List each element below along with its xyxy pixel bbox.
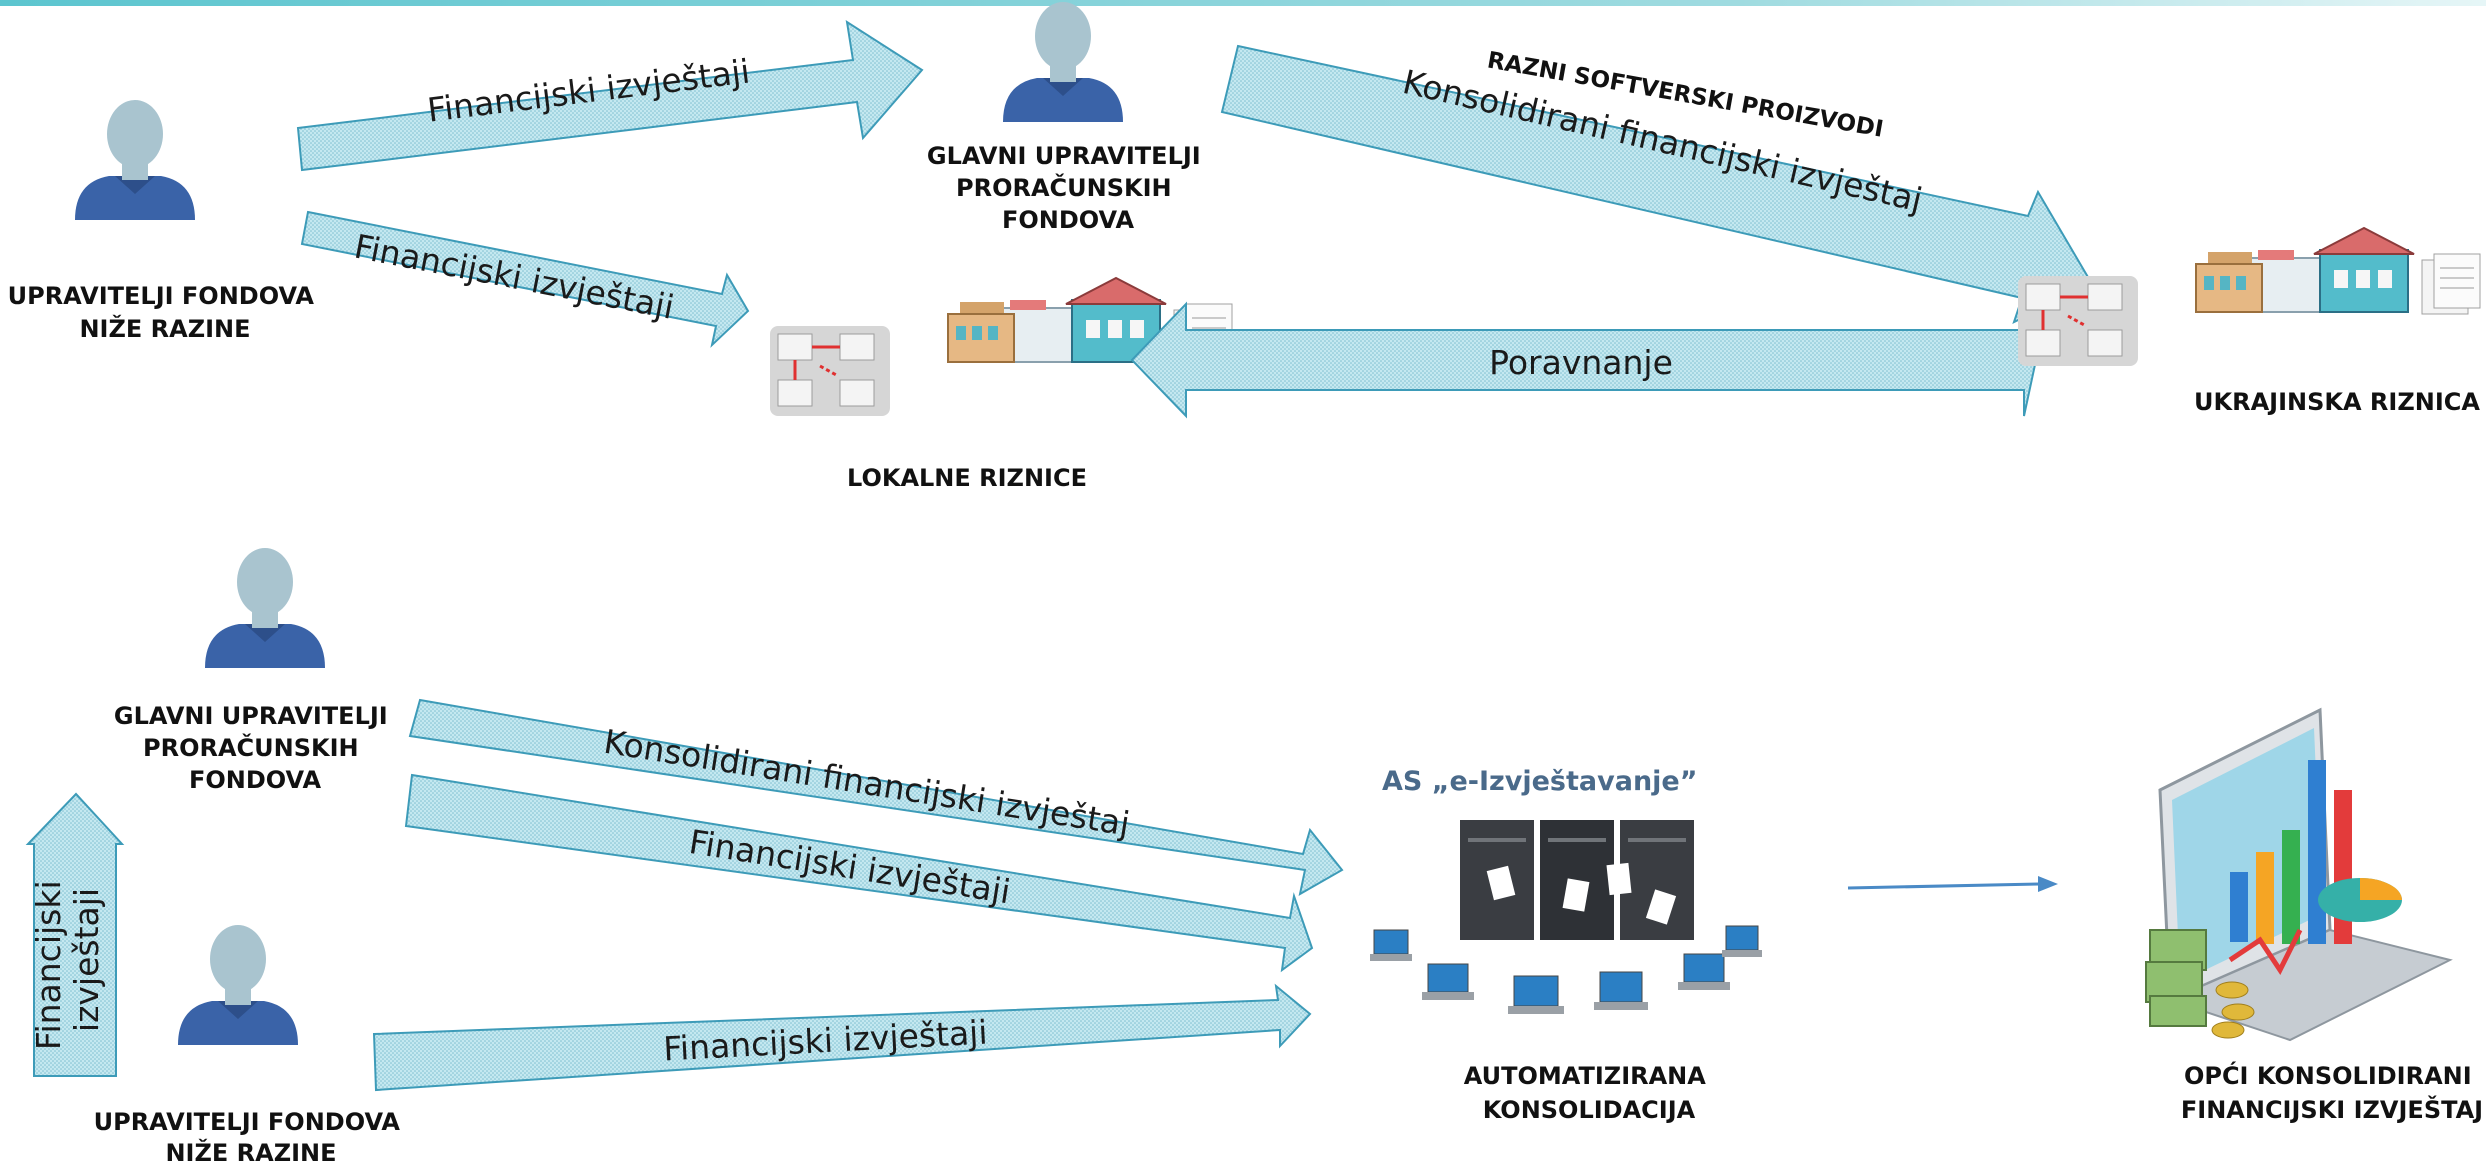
lower-managers-person-icon [75, 100, 195, 220]
arrow-fin-reports-vertical: Financijski izvještaji [25, 792, 125, 1077]
main-managers-bottom-label: GLAVNI UPRAVITELJI PRORAČUNSKIH FONDOVA [114, 702, 396, 794]
arrow-to-report [1847, 882, 2041, 890]
svg-text:Financijski izvještaji: Financijski izvještaji [29, 870, 106, 1050]
lower-managers-bottom-person-icon [178, 925, 298, 1045]
lower-managers-bottom-label: UPRAVITELJI FONDOVA NIŽE RAZINE [94, 1108, 409, 1165]
header-accent-bar [0, 0, 2486, 6]
main-managers-label: GLAVNI UPRAVITELJI PRORAČUNSKIH FONDOVA [927, 142, 1209, 234]
svg-text:Poravnanje: Poravnanje [1489, 343, 1673, 382]
main-managers-bottom-person-icon [205, 548, 325, 668]
main-managers-person-icon [1003, 2, 1123, 122]
lower-managers-label: UPRAVITELJI FONDOVA NIŽE RAZINE [8, 282, 323, 343]
arrow-fin-reports-top-2: Financijski izvještaji [300, 210, 750, 348]
automated-consolidation-label: AUTOMATIZIRANA KONSOLIDACIJA [1464, 1062, 1714, 1124]
general-report-label: OPĆI KONSOLIDIRANI FINANCIJSKI IZVJEŠTAJ [2181, 1060, 2483, 1124]
arrow-reconciliation: Poravnanje [1130, 301, 2038, 419]
laptop-charts-icon [2145, 707, 2453, 1042]
ukrainian-treasury-label: UKRAJINSKA RIZNICA [2194, 388, 2480, 416]
ukrainian-treasury-building-icon [2016, 226, 2482, 368]
arrow-fin-reports-bottom-1: Financijski izvještaji [404, 773, 1314, 973]
local-treasuries-label: LOKALNE RIZNICE [847, 464, 1087, 492]
arrow-fin-reports-bottom-2: Financijski izvještaji [372, 983, 1312, 1092]
server-network-icon [1370, 820, 1762, 1014]
arrow-fin-reports-top-1: Financijski izvještaji [296, 19, 924, 172]
system-name: AS „e-Izvještavanje” [1382, 766, 1697, 797]
svg-text:Financijski izvještaji: Financijski izvještaji [687, 822, 1014, 911]
